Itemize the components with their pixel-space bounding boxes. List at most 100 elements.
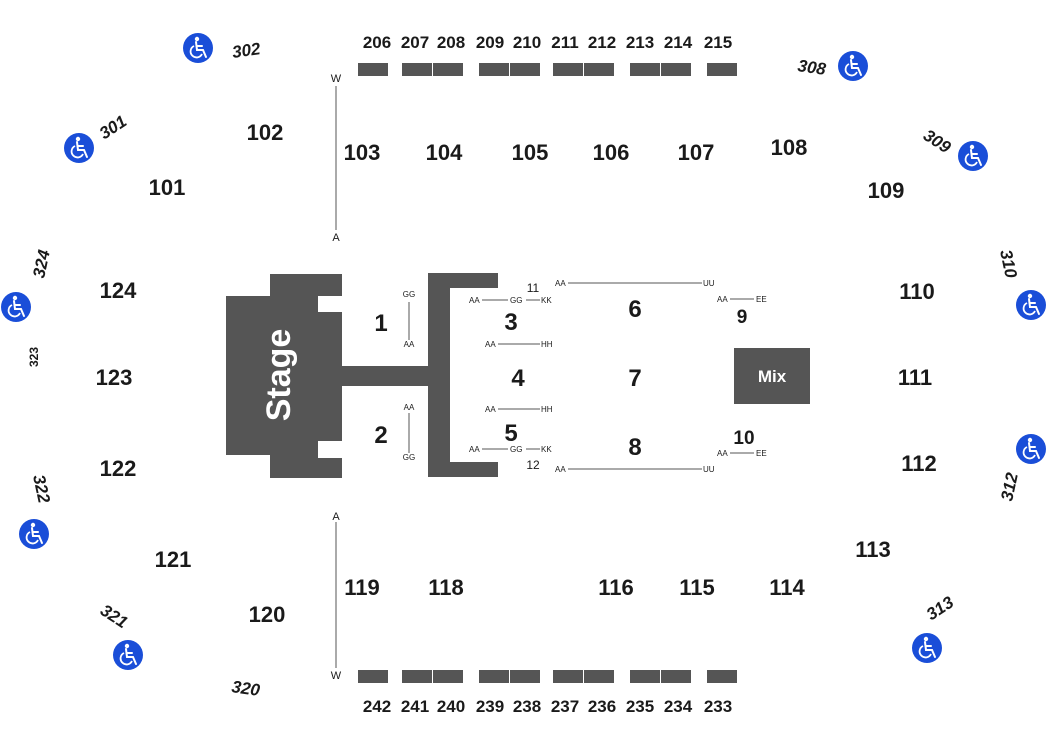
section-321[interactable]: 321 bbox=[97, 601, 131, 632]
accessible-seating bbox=[0, 32, 1047, 671]
section-7[interactable]: 7 bbox=[628, 365, 641, 392]
row-label: EE bbox=[756, 295, 767, 304]
lower-sections: 101 102 103 104 105 106 107 108 109 110 … bbox=[96, 120, 937, 627]
section-8[interactable]: 8 bbox=[628, 434, 641, 461]
section-112[interactable]: 112 bbox=[901, 451, 937, 476]
section-9[interactable]: 9 bbox=[737, 307, 748, 328]
row-labels: GG AA AA GG AA GG KK AA HH AA HH AA GG K… bbox=[403, 279, 767, 474]
section-115[interactable]: 115 bbox=[679, 575, 715, 600]
row-label: AA bbox=[404, 340, 415, 349]
section-111[interactable]: 111 bbox=[898, 365, 932, 390]
section-324[interactable]: 324 bbox=[29, 247, 54, 279]
section-320[interactable]: 320 bbox=[230, 677, 261, 700]
section-322[interactable]: 322 bbox=[29, 473, 54, 505]
section-211[interactable]: 211 bbox=[551, 33, 578, 52]
mix-label: Mix bbox=[758, 367, 787, 386]
row-label: KK bbox=[541, 296, 552, 305]
section-208[interactable]: 208 bbox=[437, 33, 465, 52]
section-6[interactable]: 6 bbox=[628, 296, 641, 323]
section-207[interactable]: 207 bbox=[401, 33, 429, 52]
section-301[interactable]: 301 bbox=[96, 112, 130, 143]
section-309[interactable]: 309 bbox=[920, 126, 955, 158]
section-213[interactable]: 213 bbox=[626, 33, 654, 52]
wheelchair-icon[interactable] bbox=[1015, 433, 1047, 465]
wheelchair-icon[interactable] bbox=[0, 291, 32, 323]
section-123[interactable]: 123 bbox=[96, 365, 133, 390]
section-105[interactable]: 105 bbox=[512, 140, 549, 165]
section-1[interactable]: 1 bbox=[374, 310, 387, 337]
section-239[interactable]: 239 bbox=[476, 697, 504, 716]
section-122[interactable]: 122 bbox=[100, 456, 137, 481]
wheelchair-icon[interactable] bbox=[18, 518, 50, 550]
section-236[interactable]: 236 bbox=[588, 697, 616, 716]
wheelchair-icon[interactable] bbox=[112, 639, 144, 671]
section-235[interactable]: 235 bbox=[626, 697, 654, 716]
section-209[interactable]: 209 bbox=[476, 33, 504, 52]
mix-position[interactable]: Mix bbox=[734, 348, 810, 404]
section-3[interactable]: 3 bbox=[504, 309, 517, 336]
floor-sections: 1 2 3 4 5 6 7 8 9 10 11 12 bbox=[374, 281, 754, 472]
section-210[interactable]: 210 bbox=[513, 33, 541, 52]
section-124[interactable]: 124 bbox=[100, 278, 137, 303]
row-label: AA bbox=[404, 403, 415, 412]
section-119[interactable]: 119 bbox=[344, 575, 380, 600]
section-242[interactable]: 242 bbox=[363, 697, 391, 716]
row-label: GG bbox=[510, 296, 522, 305]
section-234[interactable]: 234 bbox=[664, 697, 693, 716]
section-103[interactable]: 103 bbox=[344, 140, 381, 165]
section-101[interactable]: 101 bbox=[149, 175, 186, 200]
section-121[interactable]: 121 bbox=[155, 547, 192, 572]
stage-label: Stage bbox=[260, 329, 298, 422]
row-label: AA bbox=[555, 465, 566, 474]
row-label: KK bbox=[541, 445, 552, 454]
row-label: UU bbox=[703, 279, 715, 288]
section-312[interactable]: 312 bbox=[997, 470, 1022, 502]
section-241[interactable]: 241 bbox=[401, 697, 429, 716]
section-308[interactable]: 308 bbox=[796, 56, 827, 79]
row-label: GG bbox=[510, 445, 522, 454]
section-107[interactable]: 107 bbox=[678, 140, 715, 165]
section-206[interactable]: 206 bbox=[363, 33, 391, 52]
section-116[interactable]: 116 bbox=[598, 575, 634, 600]
section-233[interactable]: 233 bbox=[704, 697, 732, 716]
section-212[interactable]: 212 bbox=[588, 33, 616, 52]
aisle-mark: W bbox=[331, 670, 342, 682]
section-12[interactable]: 12 bbox=[526, 458, 540, 472]
section-109[interactable]: 109 bbox=[868, 178, 905, 203]
wheelchair-icon[interactable] bbox=[837, 50, 869, 82]
section-214[interactable]: 214 bbox=[664, 33, 693, 52]
section-240[interactable]: 240 bbox=[437, 697, 465, 716]
section-237[interactable]: 237 bbox=[551, 697, 579, 716]
row-label: GG bbox=[403, 290, 415, 299]
section-113[interactable]: 113 bbox=[855, 537, 891, 562]
section-102[interactable]: 102 bbox=[247, 120, 284, 145]
section-108[interactable]: 108 bbox=[771, 135, 808, 160]
section-215[interactable]: 215 bbox=[704, 33, 732, 52]
section-310[interactable]: 310 bbox=[996, 248, 1021, 280]
section-11[interactable]: 11 bbox=[527, 281, 540, 295]
section-313[interactable]: 313 bbox=[923, 592, 958, 624]
wheelchair-icon[interactable] bbox=[957, 140, 989, 172]
section-118[interactable]: 118 bbox=[428, 575, 464, 600]
row-label: AA bbox=[469, 296, 480, 305]
section-10[interactable]: 10 bbox=[733, 428, 754, 449]
upper-300-sections: 301 302 308 309 310 312 313 320 321 322 … bbox=[27, 39, 1022, 700]
section-106[interactable]: 106 bbox=[593, 140, 630, 165]
section-5[interactable]: 5 bbox=[504, 420, 517, 447]
wheelchair-icon[interactable] bbox=[911, 632, 943, 664]
stage[interactable]: Stage bbox=[226, 274, 432, 478]
section-302[interactable]: 302 bbox=[231, 39, 262, 62]
section-104[interactable]: 104 bbox=[426, 140, 463, 165]
row-label: GG bbox=[403, 453, 415, 462]
wheelchair-icon[interactable] bbox=[63, 132, 95, 164]
section-238[interactable]: 238 bbox=[513, 697, 541, 716]
row-label: EE bbox=[756, 449, 767, 458]
section-2[interactable]: 2 bbox=[374, 422, 387, 449]
section-323[interactable]: 323 bbox=[27, 347, 41, 367]
section-110[interactable]: 110 bbox=[899, 279, 935, 304]
section-120[interactable]: 120 bbox=[249, 602, 286, 627]
section-114[interactable]: 114 bbox=[769, 575, 805, 600]
wheelchair-icon[interactable] bbox=[182, 32, 214, 64]
wheelchair-icon[interactable] bbox=[1015, 289, 1047, 321]
section-4[interactable]: 4 bbox=[511, 365, 525, 392]
